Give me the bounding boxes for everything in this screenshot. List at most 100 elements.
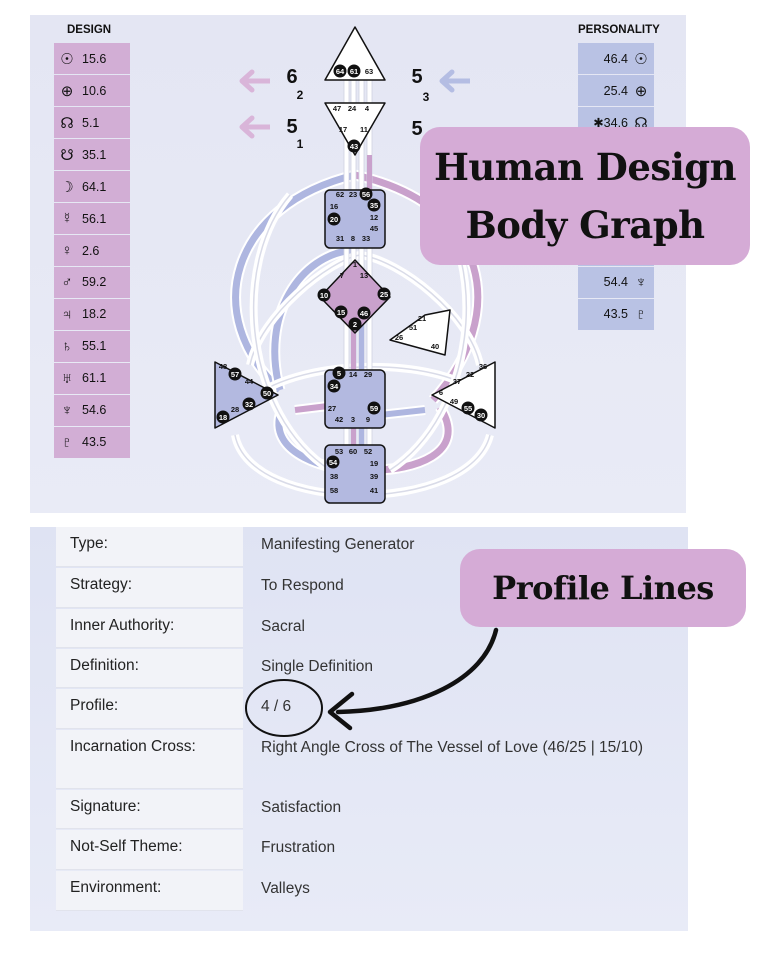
personality-planet-row: 46.4 ☉ xyxy=(578,43,654,75)
gate-number: 63 xyxy=(365,67,373,76)
venus-icon: ♀ xyxy=(61,242,73,259)
info-label: Strategy: xyxy=(56,568,243,608)
sun-icon: ☉ xyxy=(634,50,648,68)
gate-number: 39 xyxy=(370,472,378,481)
gate-marker xyxy=(228,367,242,381)
info-label: Inner Authority: xyxy=(56,609,243,648)
earth-icon: ⊕ xyxy=(60,82,74,100)
gate-marker xyxy=(327,379,341,393)
gate-number: 23 xyxy=(349,190,357,199)
gate-number: 12 xyxy=(370,213,378,222)
info-value: Manifesting Generator xyxy=(261,536,415,553)
personality-planet-value: 43.5 xyxy=(603,307,628,322)
gate-number: 40 xyxy=(431,342,439,351)
gate-number: 19 xyxy=(370,459,378,468)
gate-number: 44 xyxy=(245,377,254,386)
neptune-icon: ♆ xyxy=(61,401,73,419)
gate-marker xyxy=(347,64,361,78)
gate-number: 14 xyxy=(349,370,358,379)
gate-number: 41 xyxy=(370,486,378,495)
gate-number: 2 xyxy=(353,320,357,329)
gate-number: 58 xyxy=(330,486,338,495)
info-label: Not-Self Theme: xyxy=(56,830,243,870)
channel xyxy=(252,194,331,471)
design-planet-row: ♀2.6 xyxy=(54,234,130,267)
design-planet-row: ♅61.1 xyxy=(54,362,130,395)
design-planet-value: 43.5 xyxy=(82,435,107,450)
gate-number: 20 xyxy=(330,215,338,224)
info-row: Inner Authority:Sacral xyxy=(56,609,688,648)
gate-number: 27 xyxy=(328,404,336,413)
design-planet-value: 18.2 xyxy=(82,307,107,322)
gate-marker xyxy=(260,386,274,400)
gate-number: 10 xyxy=(320,291,328,300)
info-row: Strategy:To Respond xyxy=(56,568,688,608)
gate-marker xyxy=(348,317,362,331)
info-value: Valleys xyxy=(261,880,310,897)
gate-number: 64 xyxy=(336,67,345,76)
gate-number: 51 xyxy=(409,323,417,332)
info-value: Frustration xyxy=(261,839,336,856)
gate-marker xyxy=(326,455,340,469)
gate-marker xyxy=(242,397,256,411)
gate-number: 43 xyxy=(350,142,358,151)
gate-number: 1 xyxy=(353,260,357,269)
channel xyxy=(374,405,452,474)
moon-icon: ☽ xyxy=(60,178,74,196)
ajna-center xyxy=(324,102,386,156)
design-header: DESIGN xyxy=(67,24,112,36)
personality-header: PERSONALITY xyxy=(578,24,660,36)
info-row: Type:Manifesting Generator xyxy=(56,527,688,567)
design-planet-value: 54.6 xyxy=(82,403,107,418)
gate-number: 8 xyxy=(351,234,355,243)
arrow-personality-top-head xyxy=(439,69,455,93)
arrow-design-bottom-head xyxy=(239,115,255,139)
jupiter-icon: ♃ xyxy=(61,305,73,323)
design-planet-value: 59.2 xyxy=(82,275,107,290)
arrow-line-subnumber: 3 xyxy=(423,90,430,104)
personality-planet-value: 46.4 xyxy=(603,51,628,66)
arrow-line-number: 6 xyxy=(286,66,297,88)
gate-marker xyxy=(332,366,346,380)
personality-planet-value: ✱34.6 xyxy=(593,116,628,131)
gate-marker xyxy=(216,410,230,424)
gate-number: 17 xyxy=(339,125,347,134)
gate-number: 28 xyxy=(231,405,239,414)
info-label: Signature: xyxy=(56,790,243,829)
gate-number: 57 xyxy=(231,370,239,379)
gate-number: 34 xyxy=(330,382,339,391)
design-planet-value: 56.1 xyxy=(82,211,107,226)
arrow-line-number: 5 xyxy=(411,66,422,88)
design-planet-row: ☽64.1 xyxy=(54,170,130,203)
personality-planet-value: 54.4 xyxy=(603,275,628,290)
info-value: Single Definition xyxy=(261,658,374,675)
gate-number: 56 xyxy=(362,190,370,199)
info-label: Profile: xyxy=(56,689,243,729)
gate-number: 26 xyxy=(395,333,403,342)
gate-number: 31 xyxy=(336,234,344,243)
gate-number: 22 xyxy=(466,370,474,379)
gate-number: 49 xyxy=(450,397,458,406)
design-planet-row: ♃ 18.2 xyxy=(54,298,130,331)
body-graph-title-callout: Human Design Body Graph xyxy=(420,127,750,265)
design-planet-value: 61.1 xyxy=(82,371,107,386)
design-planet-row: ☋35.1 xyxy=(54,138,130,171)
gate-number: 3 xyxy=(351,415,355,424)
vertical-channel-design xyxy=(351,285,356,445)
gate-number: 52 xyxy=(364,447,372,456)
design-planet-row: ⊕10.6 xyxy=(54,74,130,107)
gate-number: 55 xyxy=(464,404,472,413)
gate-number: 38 xyxy=(330,472,338,481)
gate-marker xyxy=(357,306,371,320)
info-label: Definition: xyxy=(56,649,243,688)
gate-number: 25 xyxy=(380,290,388,299)
gate-number: 18 xyxy=(219,413,227,422)
gate-marker xyxy=(367,401,381,415)
arrow-line-subnumber: 2 xyxy=(297,88,304,102)
design-planet-value: 55.1 xyxy=(82,339,107,354)
gate-number: 35 xyxy=(370,201,378,210)
channel xyxy=(379,407,426,418)
personality-planet-row: 43.5♇ xyxy=(578,298,654,331)
heart-center xyxy=(389,309,451,356)
